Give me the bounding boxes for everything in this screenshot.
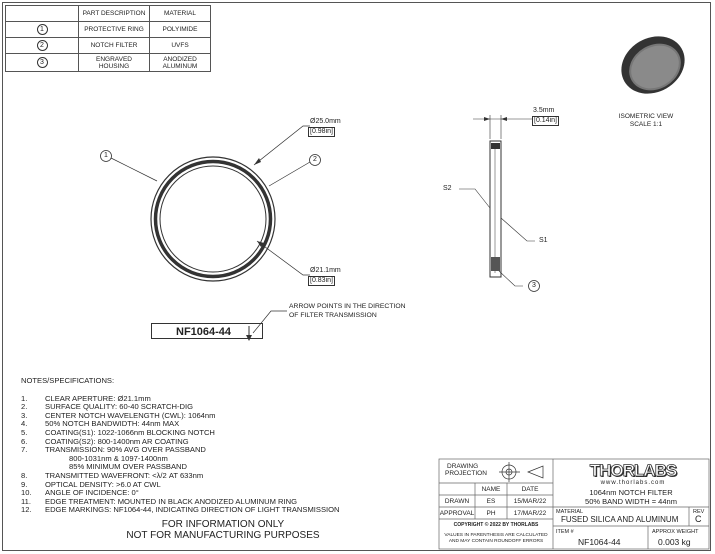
item-label: ITEM # bbox=[556, 529, 574, 535]
info-line-2: NOT FOR MANUFACTURING PURPOSES bbox=[126, 530, 320, 541]
projection-symbol bbox=[499, 462, 544, 482]
bom-material: ANODIZED ALUMINUM bbox=[149, 53, 211, 72]
bom-row: 1 PROTECTIVE RING POLYIMIDE bbox=[5, 21, 211, 38]
isometric-label: ISOMETRIC VIEW bbox=[618, 113, 674, 120]
outer-diameter-in: [0.98in] bbox=[308, 127, 335, 137]
drawn-date: 15/MAR/22 bbox=[513, 498, 547, 505]
s2-label: S2 bbox=[443, 185, 452, 192]
drawing-projection-1: DRAWING bbox=[447, 463, 479, 470]
note-item: 10.ANGLE OF INCIDENCE: 0° bbox=[21, 488, 139, 498]
item-number-bubble: 3 bbox=[36, 57, 48, 68]
s1-label: S1 bbox=[539, 237, 548, 244]
item-number-bubble: 1 bbox=[36, 24, 48, 35]
outer-diameter-mm: Ø25.0mm bbox=[310, 118, 341, 125]
note-item: 6.COATING(S2): 800-1400nm AR COATING bbox=[21, 436, 189, 446]
note-item: 3.CENTER NOTCH WAVELENGTH (CWL): 1064nm bbox=[21, 410, 216, 420]
bom-row: 3 ENGRAVED HOUSING ANODIZED ALUMINUM bbox=[5, 53, 211, 72]
drawn-name: ES bbox=[486, 498, 496, 505]
approval-date: 17/MAR/22 bbox=[513, 510, 547, 517]
desc-line-1: 1064nm NOTCH FILTER bbox=[589, 488, 673, 497]
drawn-label: DRAWN bbox=[444, 498, 470, 505]
thickness-mm: 3.5mm bbox=[533, 107, 555, 114]
bom-desc: ENGRAVED HOUSING bbox=[78, 53, 150, 72]
item-number-bubble: 2 bbox=[36, 40, 48, 51]
disclaimer-1: VALUES IN PARENTHESIS ARE CALCULATED bbox=[444, 533, 548, 538]
disclaimer-2: AND MAY CONTAIN ROUNDOFF ERRORS bbox=[448, 539, 544, 544]
bom-material: UVFS bbox=[149, 37, 211, 54]
thickness-in: [0.14in] bbox=[532, 116, 559, 126]
material-value: FUSED SILICA AND ALUMINUM bbox=[561, 515, 679, 524]
engraving-text: NF1064-44 bbox=[151, 323, 263, 339]
weight-label: APPROX WEIGHT bbox=[652, 529, 699, 535]
date-header: DATE bbox=[521, 486, 539, 493]
isometric-filter-view bbox=[621, 36, 685, 94]
callout-1: 1 bbox=[104, 152, 108, 159]
note-item: 85% MINIMUM OVER PASSBAND bbox=[69, 462, 188, 472]
bom-header-row: PART DESCRIPTION MATERIAL bbox=[5, 5, 211, 22]
approval-label: APPROVAL bbox=[439, 510, 475, 517]
weight-value: 0.003 kg bbox=[658, 537, 691, 547]
drawing-projection-2: PROJECTION bbox=[445, 470, 487, 477]
name-header: NAME bbox=[481, 486, 501, 493]
website: www.thorlabs.com bbox=[600, 480, 666, 486]
isometric-scale: SCALE 1:1 bbox=[629, 121, 663, 128]
thorlabs-logo: THORLABS bbox=[589, 461, 677, 480]
rev-value: C bbox=[695, 514, 702, 524]
material-label: MATERIAL bbox=[556, 509, 584, 515]
approval-name: PH bbox=[486, 510, 496, 517]
note-item: 9.OPTICAL DENSITY: >6.0 AT CWL bbox=[21, 479, 161, 489]
note-item: 7.TRANSMISSION: 90% AVG OVER PASSBAND bbox=[21, 445, 206, 455]
bom-material: POLYIMIDE bbox=[149, 21, 211, 38]
engraving-note-2: OF FILTER TRANSMISSION bbox=[289, 312, 377, 319]
callout-2: 2 bbox=[313, 156, 317, 163]
notes-specifications: NOTES/SPECIFICATIONS: 1.CLEAR APERTURE: … bbox=[21, 376, 340, 515]
front-view bbox=[100, 125, 321, 282]
bill-of-materials: PART DESCRIPTION MATERIAL 1 PROTECTIVE R… bbox=[5, 5, 211, 72]
rev-label: REV bbox=[693, 509, 705, 515]
copyright: COPYRIGHT © 2022 BY THORLABS bbox=[453, 522, 539, 528]
note-item: 8.TRANSMITTED WAVEFRONT: <λ/2 AT 633nm bbox=[21, 470, 204, 480]
information-notice: FOR INFORMATION ONLY NOT FOR MANUFACTURI… bbox=[123, 519, 323, 541]
note-item: 1.CLEAR APERTURE: Ø21.1mm bbox=[21, 393, 151, 403]
note-item: 5.COATING(S1): 1022-1066nm BLOCKING NOTC… bbox=[21, 427, 215, 437]
note-item: 800-1031nm & 1097-1400nm bbox=[69, 453, 168, 463]
info-line-1: FOR INFORMATION ONLY bbox=[161, 519, 285, 530]
technical-drawing bbox=[100, 36, 710, 550]
note-item: 12.EDGE MARKINGS: NF1064-44, INDICATING … bbox=[21, 505, 340, 515]
title-block-lines bbox=[438, 458, 710, 550]
inner-diameter-mm: Ø21.1mm bbox=[310, 267, 341, 274]
callout-3: 3 bbox=[532, 282, 536, 289]
engraving-note-1: ARROW POINTS IN THE DIRECTION bbox=[289, 303, 406, 310]
side-view bbox=[459, 115, 540, 292]
inner-diameter-in: [0.83in] bbox=[308, 276, 335, 286]
note-item: 2.SURFACE QUALITY: 60-40 SCRATCH-DIG bbox=[21, 402, 193, 412]
note-item: 4.50% NOTCH BANDWIDTH: 44nm MAX bbox=[21, 419, 180, 429]
notes-heading: NOTES/SPECIFICATIONS: bbox=[21, 376, 115, 385]
desc-line-2: 50% BAND WIDTH = 44nm bbox=[585, 497, 677, 506]
item-value: NF1064-44 bbox=[578, 537, 621, 547]
note-item: 11.EDGE TREATMENT: MOUNTED IN BLACK ANOD… bbox=[21, 496, 298, 506]
